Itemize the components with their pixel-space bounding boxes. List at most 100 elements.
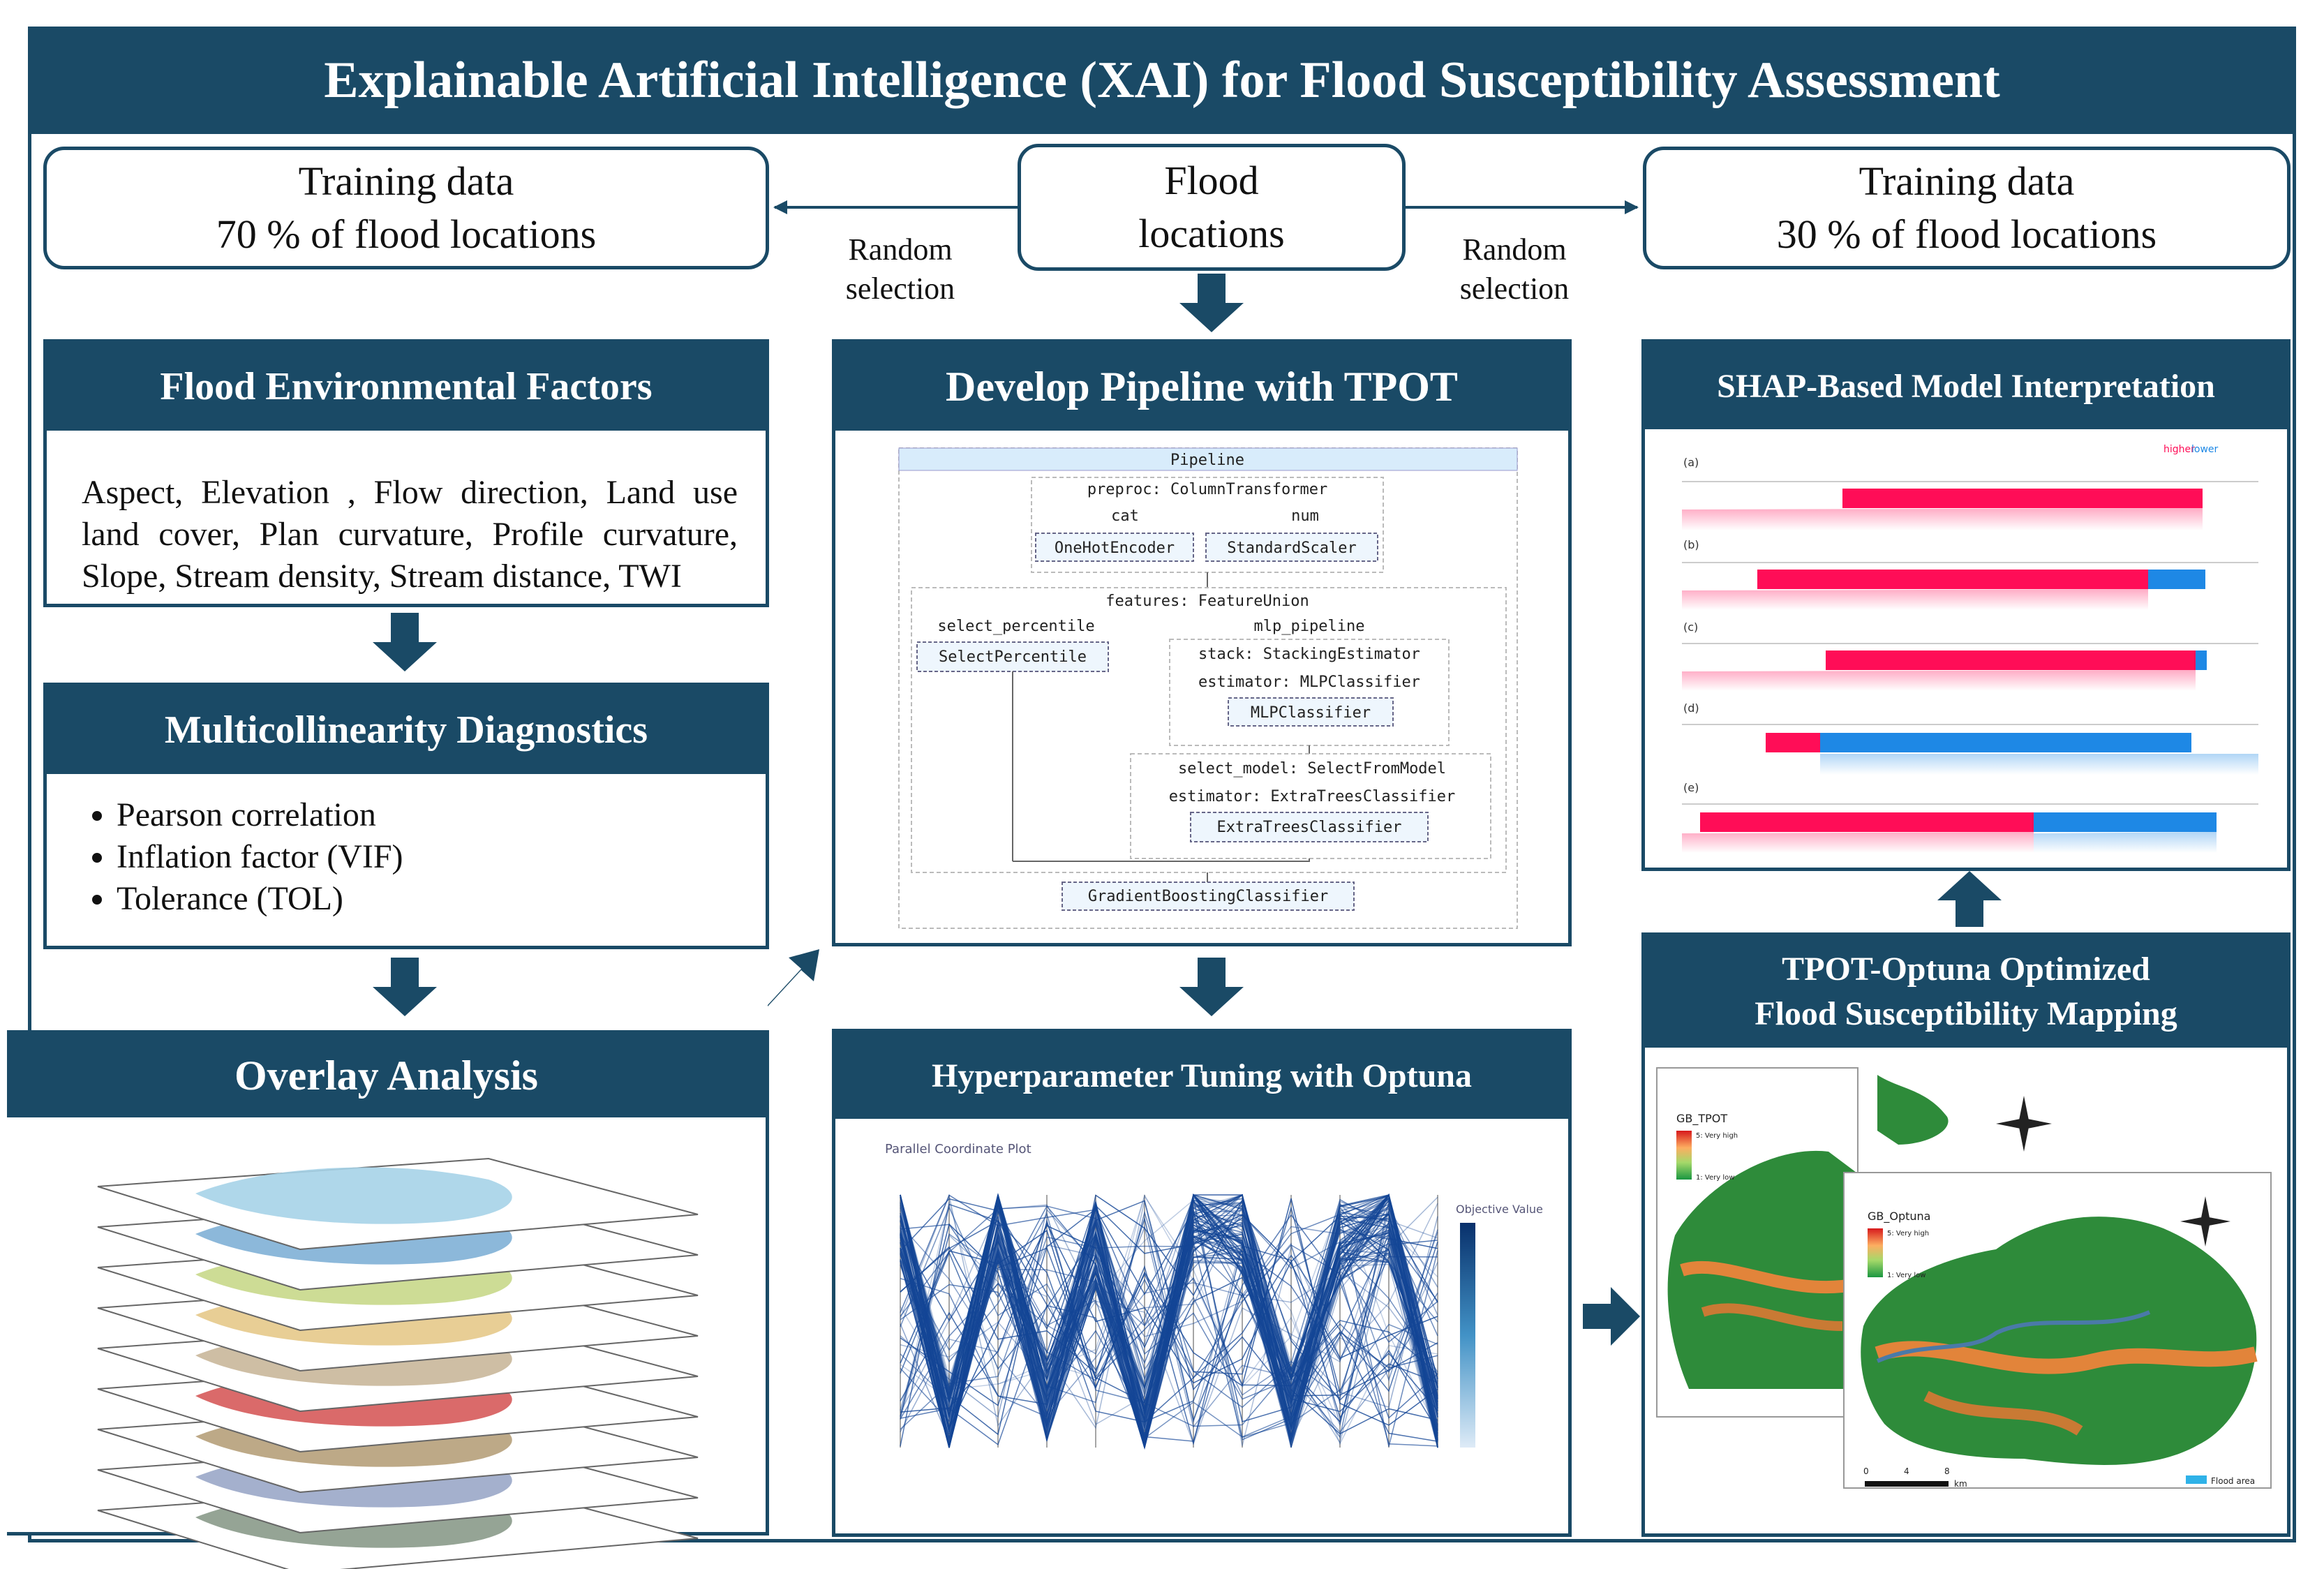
shap-panel-label: (a) — [1683, 456, 1699, 469]
colorbar-title: Objective Value — [1456, 1203, 1543, 1216]
factors-title: Flood Environmental Factors — [47, 343, 766, 431]
shap-bar-blue — [1820, 733, 2191, 752]
multicollinearity-panel: Multicollinearity Diagnostics Pearson co… — [43, 683, 769, 949]
training-right-line1: Training data — [1859, 158, 2075, 204]
mapping-title: TPOT-Optuna Optimized Flood Susceptibili… — [1645, 936, 2287, 1048]
flood-area-swatch — [2186, 1475, 2207, 1484]
cat-label: cat — [1111, 507, 1139, 525]
pc-trial-line — [900, 1200, 1438, 1438]
flood-area-label: Flood area — [2211, 1476, 2255, 1486]
shap-bar-red — [1842, 489, 2203, 508]
pc-trial-line — [900, 1207, 1438, 1417]
pc-trial-line — [900, 1207, 1438, 1442]
random-left-line1: Random — [848, 232, 953, 267]
arrow-down-pipeline — [1179, 274, 1244, 332]
flood-locations-line2: locations — [1138, 211, 1285, 256]
map1-high: 5: Very high — [1696, 1132, 1738, 1140]
shap-panel-label: (d) — [1683, 701, 1699, 715]
arrow-right-mapping — [1583, 1287, 1640, 1346]
pc-trial-line — [900, 1195, 1438, 1430]
diagnostics-list: Pearson correlation Inflation factor (VI… — [75, 794, 403, 920]
num-label: num — [1291, 507, 1319, 525]
mlp-box: MLPClassifier — [1251, 704, 1371, 722]
factors-text: Aspect, Elevation , Flow direction, Land… — [82, 474, 738, 595]
pc-trial-line — [900, 1214, 1438, 1411]
flood-locations-line1: Flood — [1164, 158, 1259, 203]
pc-trial-line — [900, 1198, 1438, 1422]
map2-title: GB_Optuna — [1868, 1210, 1930, 1224]
estimator-et-label: estimator: ExtraTreesClassifier — [1169, 788, 1456, 805]
optuna-title: Hyperparameter Tuning with Optuna — [835, 1032, 1568, 1119]
scale-tick: 0 — [1863, 1466, 1869, 1476]
map1-title: GB_TPOT — [1676, 1112, 1727, 1126]
shap-bar-red — [1826, 650, 2207, 670]
shap-lower-label: lower — [2191, 444, 2219, 455]
et-box: ExtraTreesClassifier — [1217, 819, 1402, 836]
shap-bar-blue — [2034, 812, 2217, 832]
select-model-label: select_model: SelectFromModel — [1178, 760, 1446, 778]
objective-colorbar — [1460, 1223, 1475, 1448]
training-left-line1: Training data — [298, 158, 514, 204]
scale-tick: 8 — [1944, 1466, 1950, 1476]
shap-panel-label: (e) — [1683, 781, 1699, 794]
random-selection-left: Random selection — [810, 230, 991, 308]
random-left-line2: selection — [845, 272, 955, 306]
overlay-layer-stack — [97, 1157, 699, 1569]
shap-panel-label: (c) — [1683, 620, 1698, 634]
shap-panel-label: (b) — [1683, 538, 1699, 551]
select-percentile-box: SelectPercentile — [939, 648, 1087, 666]
training-data-70-box: Training data 70 % of flood locations — [43, 147, 769, 269]
pc-trial-line — [900, 1194, 1438, 1448]
scale-tick: 4 — [1904, 1466, 1909, 1476]
overlay-title: Overlay Analysis — [7, 1034, 766, 1117]
north-arrow-icon — [1996, 1096, 2052, 1152]
random-right-line2: selection — [1459, 272, 1570, 306]
shap-force-plots: (a) higher lower (b) (c) (d) (e) — [1682, 444, 2258, 853]
pc-trial-line — [900, 1219, 1438, 1436]
random-right-line1: Random — [1462, 232, 1567, 267]
shap-bar-blue — [2196, 650, 2207, 670]
optuna-plot: Parallel Coordinate Plot Objective Value — [885, 1142, 1543, 1450]
preproc-label: preproc: ColumnTransformer — [1087, 481, 1327, 498]
pc-trial-line — [900, 1194, 1438, 1448]
pipeline-diagram: Pipeline preproc: ColumnTransformer cat … — [898, 447, 1518, 929]
optuna-plot-title: Parallel Coordinate Plot — [885, 1142, 1031, 1157]
map1-region — [1667, 1150, 1856, 1389]
arrow-down-optuna — [1179, 958, 1244, 1016]
training-left-line2: 70 % of flood locations — [216, 211, 597, 257]
overlay-layer-map — [195, 1167, 512, 1224]
map2-low: 1: Very low — [1887, 1272, 1926, 1279]
block-arrows — [373, 274, 2002, 1346]
mlp-pipeline-label: mlp_pipeline — [1254, 618, 1365, 635]
scaler-box: StandardScaler — [1227, 540, 1356, 557]
shap-higher-label: higher — [2163, 444, 2195, 455]
map1-legend-ramp — [1676, 1131, 1692, 1180]
pc-trial-line — [900, 1203, 1438, 1447]
mapping-title-line1: TPOT-Optuna Optimized — [1782, 951, 2150, 988]
pipeline-title: Develop Pipeline with TPOT — [835, 343, 1568, 431]
pc-trial-line — [900, 1200, 1438, 1413]
main-title: Explainable Artificial Intelligence (XAI… — [28, 27, 2296, 134]
optuna-panel: Hyperparameter Tuning with Optuna — [832, 1029, 1572, 1537]
pc-trial-line — [900, 1196, 1438, 1438]
susceptibility-maps: GB_TPOT 5: Very high 1: Very low GB_Optu… — [1656, 1067, 2272, 1489]
north-arrow-icon — [2180, 1196, 2230, 1247]
pc-trial-line — [900, 1194, 1438, 1419]
shap-bar-red — [1757, 570, 2148, 589]
diagnostic-item: Pearson correlation — [117, 794, 403, 836]
arrow-down-multicollinearity — [373, 613, 437, 671]
arrow-down-overlay — [373, 958, 437, 1016]
diagnostic-item: Inflation factor (VIF) — [117, 836, 403, 878]
shap-bar-blue — [2148, 570, 2205, 589]
arrow-up-shap — [1937, 871, 2002, 927]
estimator-mlp-label: estimator: MLPClassifier — [1198, 674, 1420, 691]
pc-trial-line — [900, 1215, 1438, 1413]
pc-trial-line — [900, 1200, 1438, 1411]
random-selection-right: Random selection — [1424, 230, 1605, 308]
onehot-box: OneHotEncoder — [1055, 540, 1175, 557]
scale-unit: km — [1954, 1479, 1967, 1489]
flood-locations-box: Flood locations — [1018, 144, 1406, 271]
training-data-30-box: Training data 30 % of flood locations — [1643, 147, 2291, 269]
select-percentile-label: select_percentile — [937, 618, 1094, 635]
pipeline-header: Pipeline — [1170, 452, 1244, 469]
